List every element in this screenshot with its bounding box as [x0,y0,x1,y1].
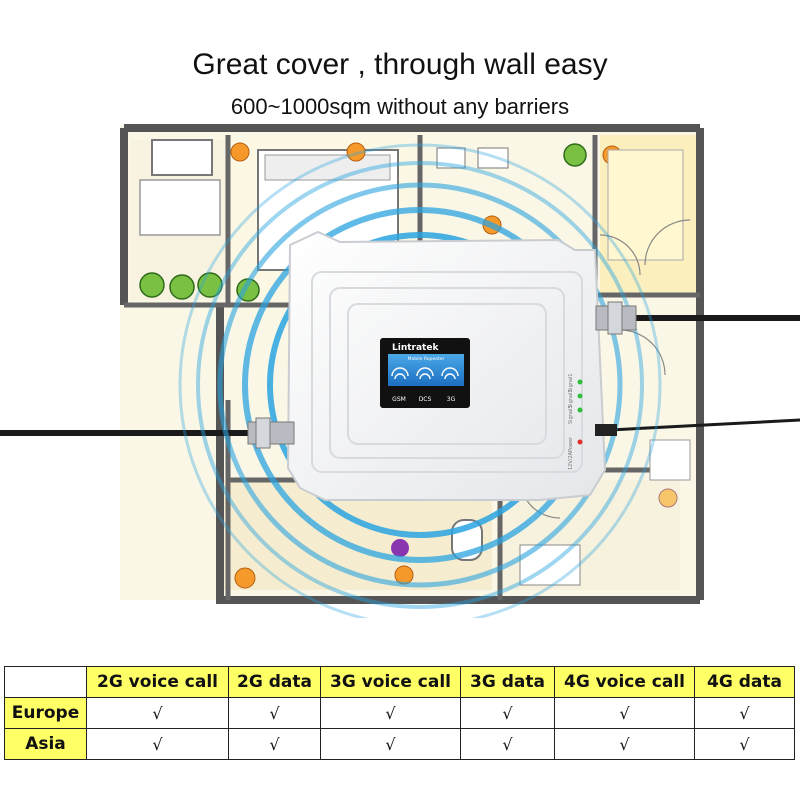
device-model-line: Mobile Repeater [408,356,445,362]
check-cell: √ [228,728,321,760]
indicator-signal2-label: Signal2 [568,389,574,408]
check-cell: √ [320,728,461,760]
table-row: Europe √ √ √ √ √ √ [4,697,795,729]
table-corner-cell [4,666,87,698]
band-3g-label: 3G [447,396,456,403]
check-cell: √ [460,728,555,760]
network-compatibility-table: 2G voice call 2G data 3G voice call 3G d… [4,666,795,760]
check-cell: √ [554,728,695,760]
check-cell: √ [86,728,229,760]
header-2g-voice: 2G voice call [86,666,229,698]
indicator-lights [577,379,583,445]
header-3g-voice: 3G voice call [320,666,461,698]
header-4g-data: 4G data [694,666,795,698]
row-label-asia: Asia [4,728,87,760]
table-row: Asia √ √ √ √ √ √ [4,728,795,760]
signal-repeater-device: Lintratek Mobile Repeater GSM DCS 3G Sig… [247,230,637,501]
header-2g-data: 2G data [228,666,321,698]
check-cell: √ [86,697,229,729]
power-plug [595,424,617,436]
header-3g-data: 3G data [460,666,555,698]
power-port-label: 12V/2A [568,451,574,470]
floorplan-illustration: Lintratek Mobile Repeater GSM DCS 3G Sig… [0,124,800,618]
page-title: Great cover , through wall easy [192,48,608,81]
check-cell: √ [554,697,695,729]
antenna-connector-right [595,301,637,335]
check-cell: √ [694,697,795,729]
check-cell: √ [228,697,321,729]
check-cell: √ [460,697,555,729]
table-header-row: 2G voice call 2G data 3G voice call 3G d… [4,666,795,698]
indicator-signal3-label: Signal3 [568,405,574,424]
page-subtitle: 600~1000sqm without any barriers [230,94,570,119]
indicator-signal1-label: Signal1 [568,373,574,392]
band-dcs-label: DCS [419,396,432,403]
power-label: Power [568,436,574,452]
check-cell: √ [320,697,461,729]
device-brand: Lintratek [392,343,439,353]
header-4g-voice: 4G voice call [554,666,695,698]
band-gsm-label: GSM [392,396,406,403]
check-cell: √ [694,728,795,760]
antenna-connector-left [247,417,295,449]
row-label-europe: Europe [4,697,87,729]
